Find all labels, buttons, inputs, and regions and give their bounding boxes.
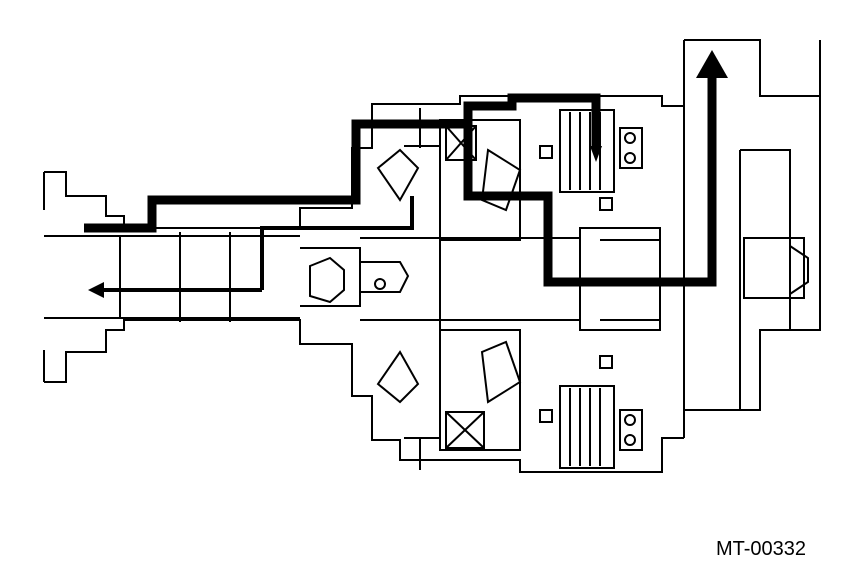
pinion-detail <box>309 256 410 304</box>
housing-outline <box>43 39 821 473</box>
bevel-gears <box>376 125 522 449</box>
clutch-pack-upper <box>539 109 643 211</box>
front-output-flow <box>100 196 414 292</box>
power-flow-path <box>84 68 717 287</box>
figure-code: MT-00332 <box>716 538 807 560</box>
arrow-up-head-icon <box>696 50 728 78</box>
clutch-pack-lower <box>539 355 643 469</box>
arrow-down-icon <box>590 146 602 162</box>
arrow-left-icon <box>88 282 104 298</box>
